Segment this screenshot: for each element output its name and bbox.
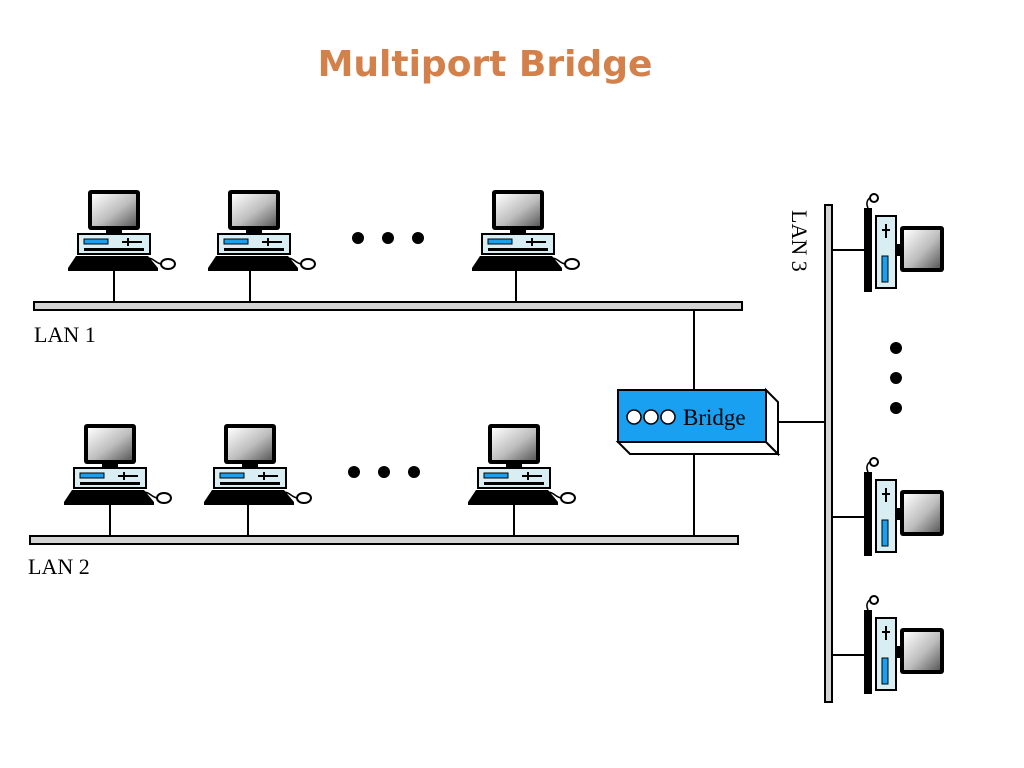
lan1-computer-icon xyxy=(207,189,316,272)
lan2-ellipsis-icon xyxy=(348,466,420,478)
bridge-device: Bridge xyxy=(615,310,826,536)
lan1-label: LAN 1 xyxy=(34,322,96,347)
lan2-computer-icon xyxy=(63,423,172,506)
slide-title: Multiport Bridge xyxy=(317,44,653,85)
lan3-label: LAN 3 xyxy=(787,210,812,272)
bridge-box xyxy=(617,389,767,443)
bridge-port-lights-icon xyxy=(626,409,676,425)
lan1-segment: LAN 1 xyxy=(33,189,743,347)
lan3-ellipsis-icon xyxy=(890,342,902,414)
lan3-bus xyxy=(824,204,833,703)
lan3-computer-icon xyxy=(863,595,945,695)
lan2-computer-icon xyxy=(467,423,576,506)
lan1-bus xyxy=(33,301,743,311)
lan2-bus xyxy=(29,535,739,545)
lan1-computer-icon xyxy=(471,189,580,272)
bridge-label: Bridge xyxy=(683,405,746,430)
lan1-ellipsis-icon xyxy=(352,232,424,244)
lan1-computer-icon xyxy=(67,189,176,272)
lan2-computer-icon xyxy=(203,423,312,506)
lan3-computer-icon xyxy=(863,457,945,557)
lan3-segment: LAN 3 xyxy=(787,193,945,703)
lan2-segment: LAN 2 xyxy=(28,423,739,579)
lan3-computer-icon xyxy=(863,193,945,293)
lan2-label: LAN 2 xyxy=(28,554,90,579)
